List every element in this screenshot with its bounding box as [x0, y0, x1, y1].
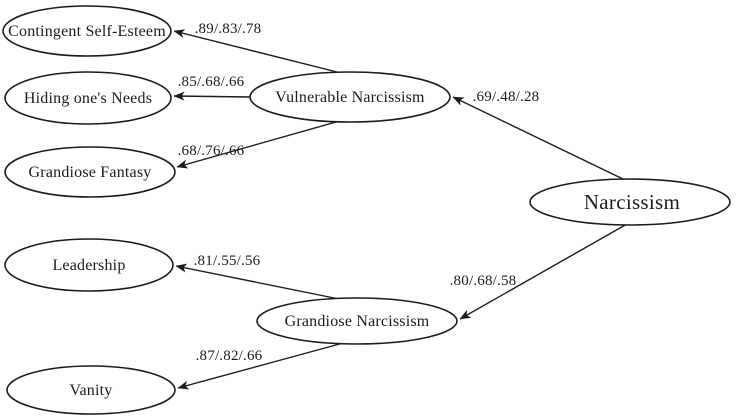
- edge-arrow: [176, 119, 344, 169]
- edge-vulnerable-to-contingent-self-esteem: .89/.83/.78: [173, 21, 342, 74]
- edge-loading-label: .68/.76/.66: [178, 143, 245, 159]
- node-label: Grandiose Narcissism: [285, 313, 430, 330]
- node-ellipse: [4, 146, 176, 198]
- edge-loading-label: .69/.48/.28: [473, 89, 540, 105]
- edge-loading-label: .87/.82/.66: [196, 348, 263, 364]
- edge-loading-label: .81/.55/.56: [194, 253, 261, 269]
- node-leadership: Leadership: [4, 238, 174, 292]
- edge-vulnerable-to-grandiose-fantasy: .68/.76/.66: [176, 119, 344, 169]
- node-ellipse: [4, 71, 172, 125]
- edge-loading-label: .89/.83/.78: [195, 21, 262, 37]
- edge-grandiose-to-leadership: .81/.55/.56: [175, 253, 350, 302]
- edge-narcissism-to-grandiose: .80/.68/.58: [450, 223, 628, 320]
- node-ellipse: [256, 297, 458, 345]
- node-label: Hiding one's Needs: [24, 90, 152, 107]
- node-narcissism: Narcissism: [529, 178, 731, 226]
- node-label: Contingent Self-Esteem: [8, 23, 166, 40]
- node-ellipse: [529, 178, 731, 226]
- node-grandiose-fantasy: Grandiose Fantasy: [4, 146, 176, 198]
- node-vulnerable-narcissism: Vulnerable Narcissism: [249, 71, 451, 123]
- edge-loading-label: .80/.68/.58: [450, 273, 517, 289]
- edge-arrow: [173, 29, 342, 74]
- edge-loading-label: .85/.68/.66: [178, 74, 245, 90]
- node-ellipse: [6, 365, 176, 415]
- node-label: Vanity: [70, 382, 113, 399]
- node-ellipse: [249, 71, 451, 123]
- node-contingent-self-esteem: Contingent Self-Esteem: [2, 5, 172, 57]
- node-label: Leadership: [52, 257, 125, 274]
- node-ellipse: [4, 238, 174, 292]
- node-label: Vulnerable Narcissism: [275, 89, 425, 106]
- edges: .89/.83/.78 .85/.68/.66 .68/.76/.66 .69/…: [173, 21, 628, 390]
- edge-narcissism-to-vulnerable: .69/.48/.28: [452, 89, 626, 181]
- node-label: Narcissism: [584, 190, 680, 214]
- edge-arrow: [175, 263, 350, 302]
- edge-arrow: [452, 96, 626, 181]
- edge-arrow: [459, 223, 628, 320]
- node-ellipse: [2, 5, 172, 57]
- node-vanity: Vanity: [6, 365, 176, 415]
- node-hiding-ones-needs: Hiding one's Needs: [4, 71, 172, 125]
- nodes: Contingent Self-Esteem Hiding one's Need…: [2, 5, 731, 415]
- node-grandiose-narcissism: Grandiose Narcissism: [256, 297, 458, 345]
- edge-grandiose-to-vanity: .87/.82/.66: [177, 341, 348, 390]
- edge-arrow: [177, 341, 348, 390]
- edge-vulnerable-to-hiding-ones-needs: .85/.68/.66: [173, 74, 251, 101]
- edge-arrow: [173, 91, 251, 101]
- node-label: Grandiose Fantasy: [29, 164, 152, 181]
